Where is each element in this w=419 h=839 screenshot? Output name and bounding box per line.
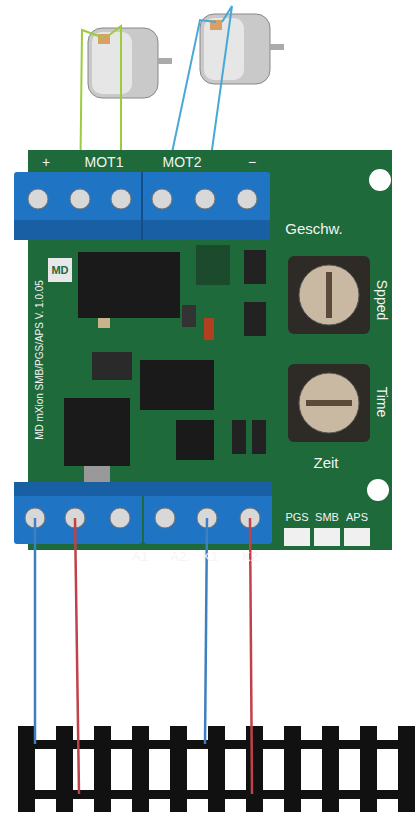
board-label: MOT1: [85, 155, 124, 169]
board-label: Zeit: [313, 455, 338, 470]
board-label: +: [42, 155, 50, 169]
board-label: MD: [51, 265, 68, 276]
board-label: A1: [132, 550, 148, 563]
board-label: K1: [202, 550, 218, 563]
track-wires: [35, 518, 252, 794]
board-label: A2.: [170, 550, 190, 563]
board-label: APS: [346, 512, 368, 523]
board-label: −: [248, 155, 256, 169]
board-label: PGS: [285, 512, 308, 523]
board-label: K2: [242, 550, 258, 563]
board-label: MOT2: [163, 155, 202, 169]
board-label: SMB: [315, 512, 339, 523]
board-label: MD mXion SMB/PGS/APS V. 1.0.05: [35, 280, 45, 440]
board-label: Spped: [375, 280, 389, 320]
board-label: Geschw.: [285, 221, 343, 236]
board-label: Time: [375, 387, 389, 418]
